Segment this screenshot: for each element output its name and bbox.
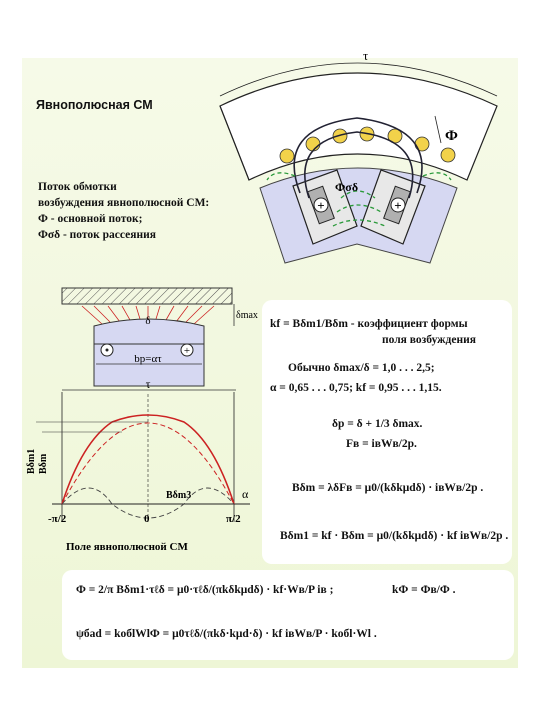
tau-arc	[219, 62, 498, 97]
main-flux-lines	[293, 117, 423, 199]
delta-label: δ	[145, 315, 150, 327]
phi-arrow	[434, 115, 442, 144]
bdm1-label: Bδm1	[26, 449, 37, 474]
rotor-core	[259, 167, 458, 264]
plus-sign: +	[317, 198, 324, 213]
flux-formulas-box: Ф = 2/π Bδm1·τℓδ = μ0·τℓδ/(πkδkμdδ) · kf…	[62, 570, 514, 660]
conductor	[279, 148, 295, 164]
fv-formula: Fв = iвWв/2p.	[346, 438, 417, 450]
formulas-box: kf = Bδm1/Bδm - коэффициент формы поля в…	[262, 300, 512, 564]
leakage-flux-lines	[266, 172, 452, 227]
pos-pi-half-label: π/2	[226, 513, 241, 525]
bdm-label: Bδm	[38, 453, 49, 474]
pole-shoe	[93, 318, 205, 345]
bdm3-label: Bδm3	[166, 490, 191, 501]
phi-label: Ф	[445, 128, 458, 144]
plus-sign: +	[394, 198, 401, 213]
psi-formula: ψбad = kобlWlФ = μ0τℓδ/(πkδ·kμd·δ) · kf …	[76, 628, 377, 640]
caption-line: Поток обмотки	[38, 181, 117, 193]
k-phi-formula: kФ = Фв/Ф .	[392, 584, 456, 596]
gap-field-lines	[81, 305, 215, 325]
coil-plus-left-icon	[313, 197, 329, 213]
conductor	[440, 147, 456, 163]
field-curve	[61, 414, 235, 505]
stator-surface	[61, 287, 233, 305]
delta-p-formula: δp = δ + 1/3 δmax.	[332, 418, 423, 430]
bdm1-formula: Bδm1 = kf · Bδm = μ0/(kδkμdδ) · kf iвWв/…	[280, 530, 509, 542]
caption-line: возбуждения явнополюсной СМ:	[38, 197, 210, 209]
coil-plus-icon	[180, 343, 194, 357]
bdm-formula: Bδm = λδFв = μ0/(kδkμdδ) · iвWв/2p .	[292, 482, 484, 494]
stator-yoke	[219, 72, 498, 181]
flux-caption: Поток обмотки возбуждения явнополюсной С…	[38, 179, 209, 243]
alpha-label: α	[242, 487, 249, 501]
machine-cross-section: + + τ Ф Фσδ	[219, 48, 498, 264]
pole-arc-label: bp=ατ	[134, 353, 162, 365]
pole-field-figure: + δ δmax bp=ατ τ Bδm1 Bδm Bδm3 α -π/2 0 …	[26, 287, 258, 553]
tau-label: τ	[146, 377, 151, 391]
conductor	[414, 136, 430, 152]
fundamental-curve	[61, 422, 235, 505]
third-harmonic-curve	[61, 487, 235, 519]
pole-figure-caption: Поле явнополюсной СМ	[66, 541, 188, 553]
conductor	[305, 136, 321, 152]
alpha-kf-ranges: α = 0,65 . . . 0,75; kf = 0,95 . . . 1,1…	[270, 382, 442, 394]
neg-pi-half-label: -π/2	[48, 513, 67, 525]
stator-edge	[219, 105, 250, 181]
typical-ratio: Обычно δmax/δ = 1,0 . . . 2,5;	[288, 362, 435, 374]
plus-sign: +	[184, 345, 190, 357]
phi-leak-label: Фσδ	[335, 180, 358, 194]
delta-max-label: δmax	[236, 310, 258, 321]
zero-label: 0	[144, 513, 150, 525]
coil-plus-right-icon	[390, 197, 406, 213]
slide-title: Явнополюсная СМ	[36, 98, 153, 112]
caption-line: Фσδ - поток рассеяния	[38, 229, 156, 241]
caption-line: Ф - основной поток;	[38, 213, 143, 225]
kf-definition: kf = Bδm1/Bδm - коэффициент формы	[270, 318, 468, 330]
phi-formula: Ф = 2/π Bδm1·τℓδ = μ0·τℓδ/(πkδkμdδ) · kf…	[76, 584, 334, 596]
kf-definition-cont: поля возбуждения	[382, 334, 476, 346]
tau-label: τ	[363, 48, 368, 63]
